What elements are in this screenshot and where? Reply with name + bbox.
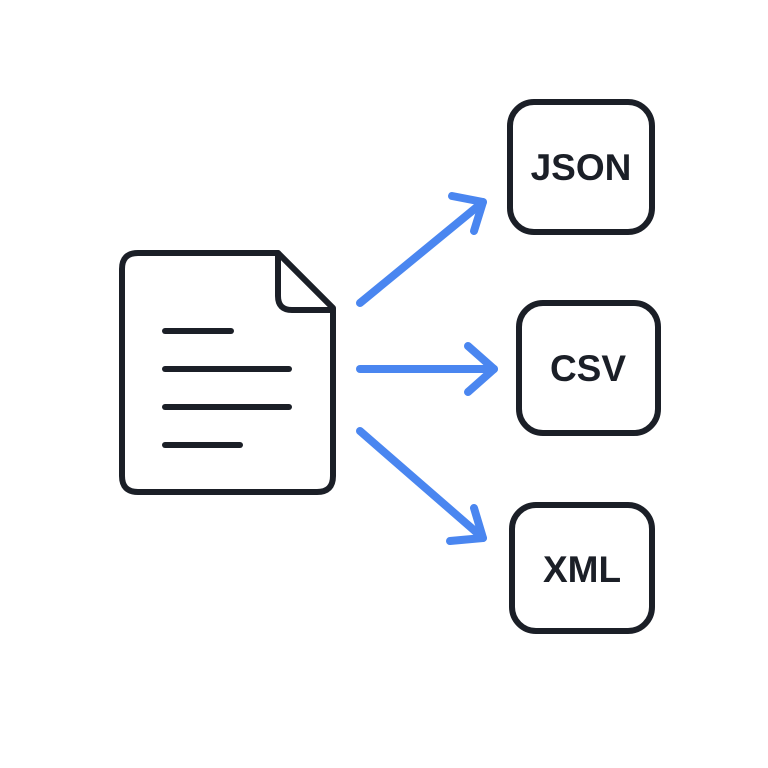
format-label-csv: CSV <box>550 348 626 389</box>
arrow-to-xml <box>356 427 487 545</box>
arrow-to-csv <box>356 342 498 396</box>
document-outline <box>119 250 336 495</box>
document-folded-corner <box>275 250 336 313</box>
format-label-json: JSON <box>531 147 632 188</box>
arrow-to-json <box>356 192 487 307</box>
format-box-xml: XML <box>509 502 655 634</box>
document-icon <box>119 250 336 495</box>
format-box-json: JSON <box>507 99 655 235</box>
format-label-xml: XML <box>543 549 621 590</box>
format-box-csv: CSV <box>516 300 661 436</box>
